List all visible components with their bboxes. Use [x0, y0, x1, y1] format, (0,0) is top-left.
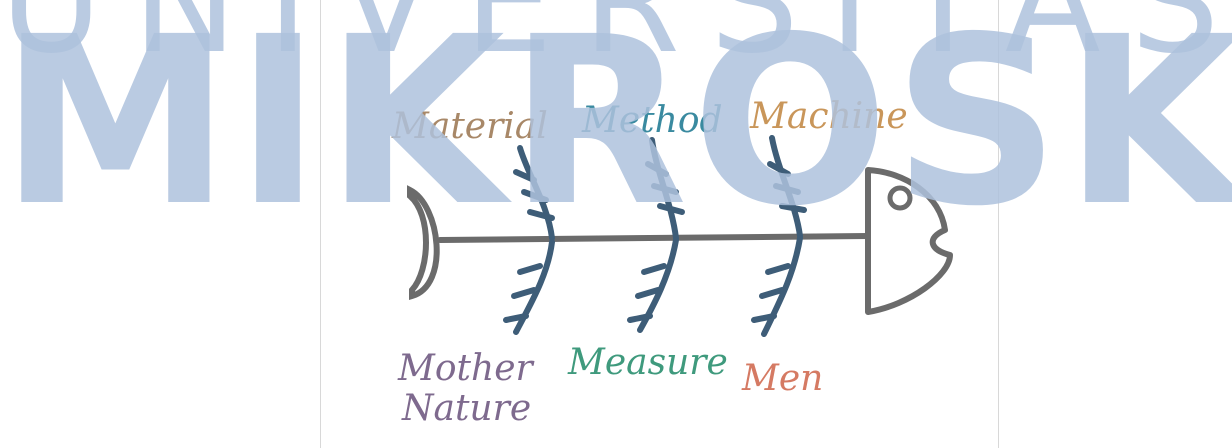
bone-mother-nature	[506, 242, 552, 332]
fish-spine	[440, 236, 868, 240]
bone-method	[648, 140, 682, 238]
bone-men	[754, 238, 800, 334]
label-nature: Nature	[401, 388, 531, 429]
label-machine: Machine	[749, 96, 908, 137]
bone-machine	[770, 138, 804, 236]
fish-tail	[410, 190, 437, 296]
bone-measure	[630, 240, 676, 330]
label-men: Men	[741, 358, 823, 399]
label-material: Material	[391, 106, 548, 147]
label-method: Method	[581, 100, 723, 141]
label-measure: Measure	[567, 342, 728, 383]
fish-eye	[890, 188, 910, 208]
bone-material	[516, 148, 552, 238]
label-mother: Mother	[397, 348, 534, 389]
